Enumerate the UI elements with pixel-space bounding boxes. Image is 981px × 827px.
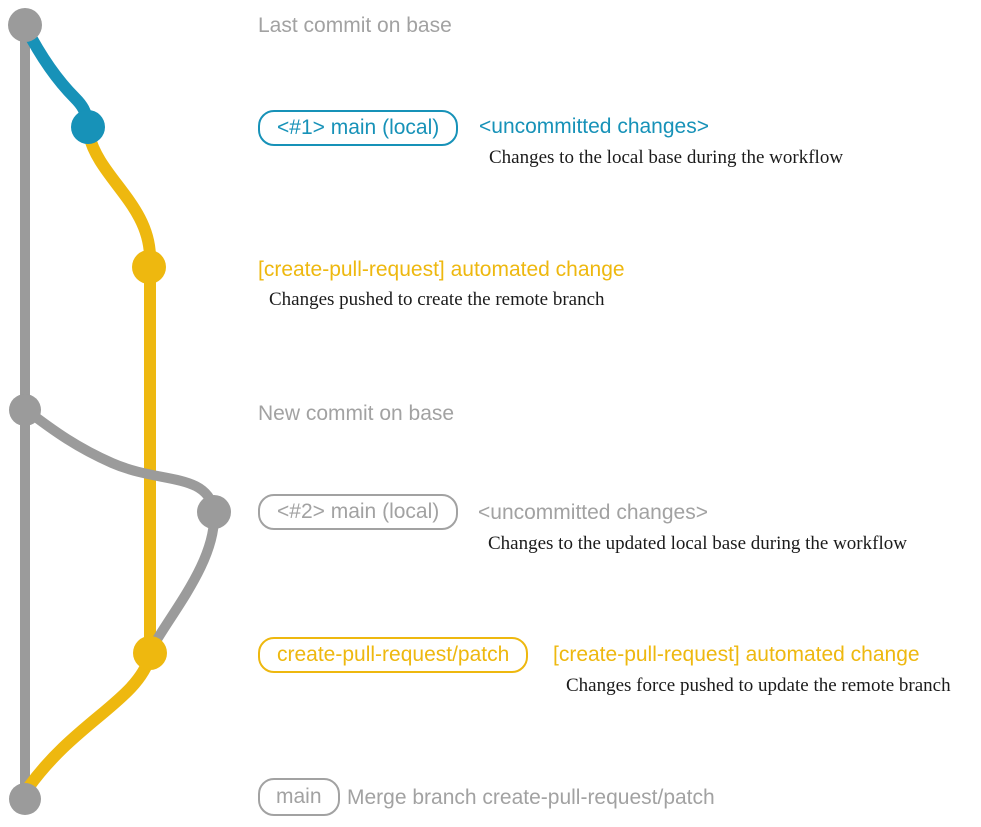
local-main-2-desc: Changes to the updated local base during…: [488, 533, 907, 554]
local-main-1-edge: [20, 22, 94, 130]
local-main-2-node: [197, 495, 231, 529]
local-main-1-desc: Changes to the local base during the wor…: [489, 147, 844, 168]
last-commit-label: Last commit on base: [258, 14, 452, 37]
patch-commit-2-node: [133, 636, 167, 670]
local-main-2-title: <uncommitted changes>: [478, 501, 708, 524]
patch-1-desc: Changes pushed to create the remote bran…: [269, 289, 605, 310]
patch-1-title: [create-pull-request] automated change: [258, 258, 625, 281]
local-main-1-title: <uncommitted changes>: [479, 115, 709, 138]
new-commit-label: New commit on base: [258, 402, 455, 425]
patch-branch-line: [83, 129, 156, 661]
rebase-edge: [147, 507, 220, 653]
main-badge: main: [258, 778, 340, 816]
patch-2-title: [create-pull-request] automated change: [553, 643, 920, 666]
patch-commit-1-node: [132, 250, 166, 284]
local-main-1-node: [71, 110, 105, 144]
patch-branch-badge: create-pull-request/patch: [258, 637, 529, 673]
last-commit-on-base-node: [8, 8, 42, 42]
local-main-1-badge: <#1> main (local): [258, 110, 459, 146]
new-commit-on-base-node: [9, 394, 41, 426]
patch-2-desc: Changes force pushed to update the remot…: [566, 675, 951, 696]
merge-label: Merge branch create-pull-request/patch: [347, 786, 715, 809]
merge-commit-node: [9, 783, 41, 815]
local-main-2-edge: [20, 404, 219, 515]
merge-edge: [22, 650, 156, 794]
local-main-2-badge: <#2> main (local): [258, 494, 459, 530]
